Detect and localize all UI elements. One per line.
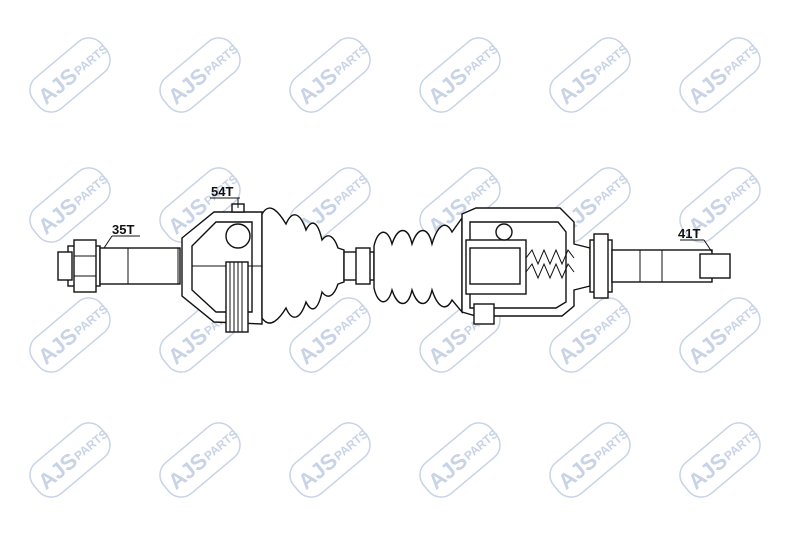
watermark-badge	[289, 37, 371, 113]
watermark-badge	[679, 422, 761, 498]
watermark-badge	[419, 37, 501, 113]
leader-lines	[103, 197, 713, 253]
watermark-badge	[159, 422, 241, 498]
outer-stub-axle	[57, 239, 181, 293]
main-shaft-bar	[343, 247, 375, 285]
watermark-badge	[29, 167, 111, 243]
watermark-badge	[549, 297, 631, 373]
watermark-badge	[549, 37, 631, 113]
inner-stub-axle	[589, 233, 731, 299]
inner-boot	[373, 215, 463, 314]
outer-spline-label: 35T	[112, 222, 134, 237]
watermark-badge	[29, 37, 111, 113]
outer-cv-joint	[181, 203, 263, 333]
watermark-badge	[679, 37, 761, 113]
inner-tripod-joint	[461, 207, 591, 325]
outer-boot	[261, 207, 345, 324]
watermark-badge	[159, 37, 241, 113]
drive-shaft: 35T 54T 41T	[57, 184, 731, 333]
watermark-badge	[419, 422, 501, 498]
watermark-badge	[289, 297, 371, 373]
watermark-badge	[29, 297, 111, 373]
watermark-badge	[549, 422, 631, 498]
watermark-badge	[29, 422, 111, 498]
abs-ring-label: 54T	[211, 184, 233, 199]
inner-spline-label: 41T	[678, 226, 700, 241]
watermark-badge	[679, 167, 761, 243]
watermark-badge	[679, 297, 761, 373]
watermark-badge	[289, 422, 371, 498]
